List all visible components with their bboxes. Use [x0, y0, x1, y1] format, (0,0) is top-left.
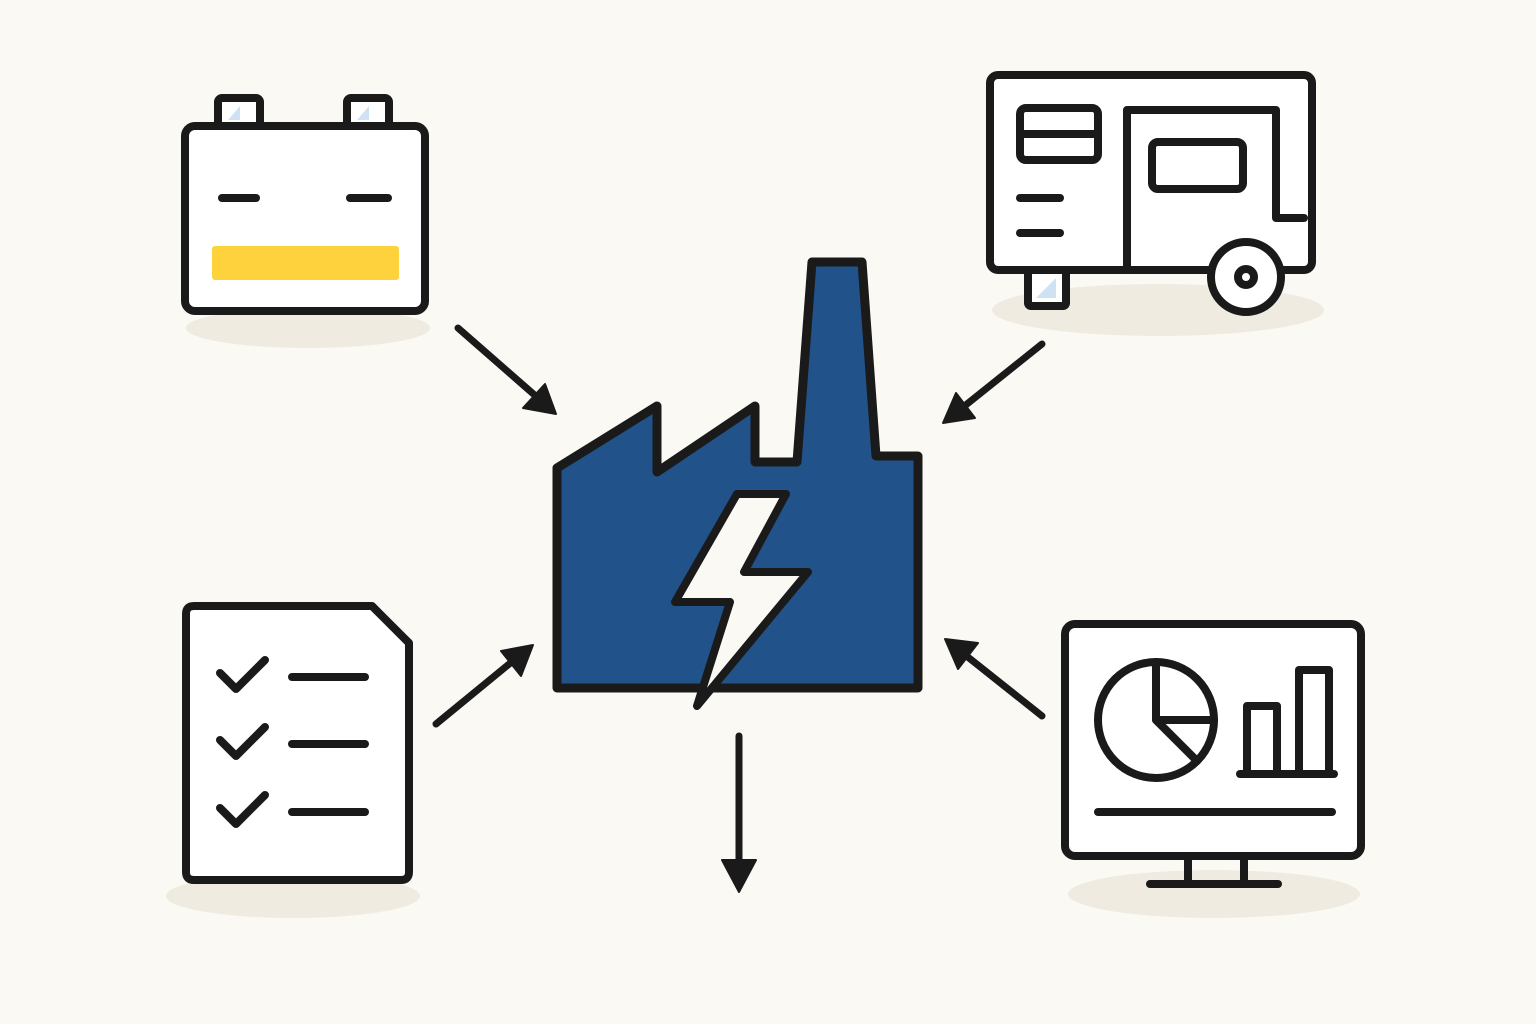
generator-leg-highlight — [1036, 278, 1056, 298]
checkmark-icon — [216, 656, 269, 693]
battery-body — [181, 122, 429, 315]
pie-chart-slice — [1152, 716, 1201, 765]
flow-arrows — [432, 324, 1046, 893]
battery-charge-bar — [212, 246, 399, 280]
battery-terminal-highlight — [357, 106, 369, 120]
checkmark-icon — [216, 723, 269, 760]
arrow-factory-output — [721, 732, 757, 893]
arrow-generator-to-factory — [942, 340, 1046, 424]
generator-engine-bay — [1123, 106, 1308, 274]
factory-bolt-icon — [552, 257, 923, 710]
arrow-battery-to-factory — [454, 324, 557, 415]
monitor-shadow — [1068, 870, 1360, 918]
generator-icon — [986, 71, 1324, 336]
battery-shadow — [186, 308, 430, 348]
factory-building — [552, 257, 923, 693]
bar-chart-bar — [1243, 702, 1281, 778]
arrow-monitor-to-factory — [944, 638, 1046, 720]
generator-wheel-hub — [1234, 265, 1258, 289]
arrow-checklist-to-factory — [432, 644, 534, 728]
battery-icon — [181, 94, 430, 348]
generator-display — [1148, 138, 1247, 193]
bar-chart-bar — [1295, 666, 1333, 778]
checkmark-icon — [216, 791, 269, 828]
checklist-shadow — [166, 874, 420, 918]
checklist-document-icon — [166, 602, 420, 918]
analytics-monitor-icon — [1061, 620, 1365, 918]
lightning-bolt-icon — [671, 490, 812, 710]
battery-terminal-highlight — [228, 106, 240, 120]
